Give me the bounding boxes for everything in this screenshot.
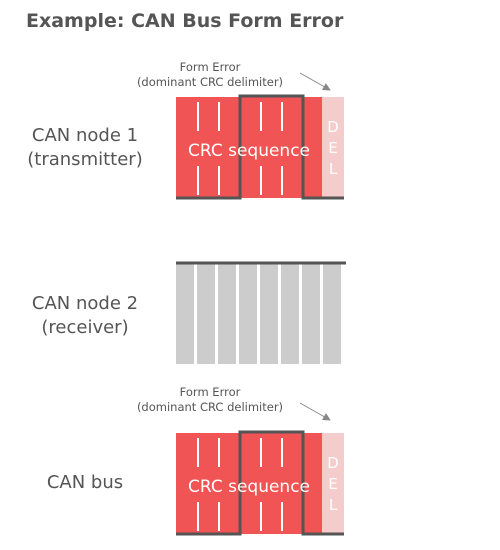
crc-sequence-label: CRC sequence <box>188 477 310 497</box>
form-error-arrow <box>299 402 331 421</box>
node-name: CAN bus <box>46 472 124 493</box>
receiver-bit <box>197 263 215 364</box>
transmitter-frame: CRC sequence D E L <box>176 94 344 200</box>
receiver-bit <box>260 263 278 364</box>
receiver-bit <box>239 263 257 364</box>
node-label-bus: CAN bus <box>5 471 165 495</box>
receiver-bit <box>281 263 299 364</box>
receiver-bit <box>302 263 320 364</box>
crc-sequence-block <box>176 433 322 534</box>
receiver-frame <box>176 261 346 364</box>
receiver-bit <box>176 263 194 364</box>
crc-delimiter-block <box>322 433 344 534</box>
del-letter: E <box>328 139 337 157</box>
form-error-label: Form Error <box>179 60 241 74</box>
form-error-detail: (dominant CRC delimiter) <box>136 400 284 414</box>
del-letter: D <box>327 118 339 136</box>
del-letter: L <box>329 160 338 178</box>
node-role: (transmitter) <box>27 149 143 170</box>
node-name: CAN node 2 <box>31 293 139 314</box>
bus-bit-signal <box>176 430 344 536</box>
receiver-bit <box>323 263 341 364</box>
form-error-arrow <box>299 72 331 91</box>
node-label-transmitter: CAN node 1 (transmitter) <box>5 124 165 172</box>
form-error-annotation-bottom: Form Error (dominant CRC delimiter) <box>120 385 300 415</box>
form-error-label: Form Error <box>179 385 241 399</box>
diagram-title: Example: CAN Bus Form Error <box>26 10 344 32</box>
receiver-bits <box>176 263 341 364</box>
del-letter: D <box>327 454 339 472</box>
node-label-receiver: CAN node 2 (receiver) <box>5 292 165 340</box>
receiver-bit <box>218 263 236 364</box>
transmitter-bit-signal <box>176 94 344 200</box>
crc-sequence-block <box>176 97 322 198</box>
node-name: CAN node 1 <box>31 125 139 146</box>
node-role: (receiver) <box>41 317 129 338</box>
del-letter: L <box>329 496 338 514</box>
crc-delimiter-block <box>322 97 344 198</box>
form-error-annotation-top: Form Error (dominant CRC delimiter) <box>120 60 300 90</box>
form-error-detail: (dominant CRC delimiter) <box>136 75 284 89</box>
del-letter: E <box>328 475 337 493</box>
bus-frame: CRC sequence D E L <box>176 430 344 536</box>
crc-sequence-label: CRC sequence <box>188 141 310 161</box>
